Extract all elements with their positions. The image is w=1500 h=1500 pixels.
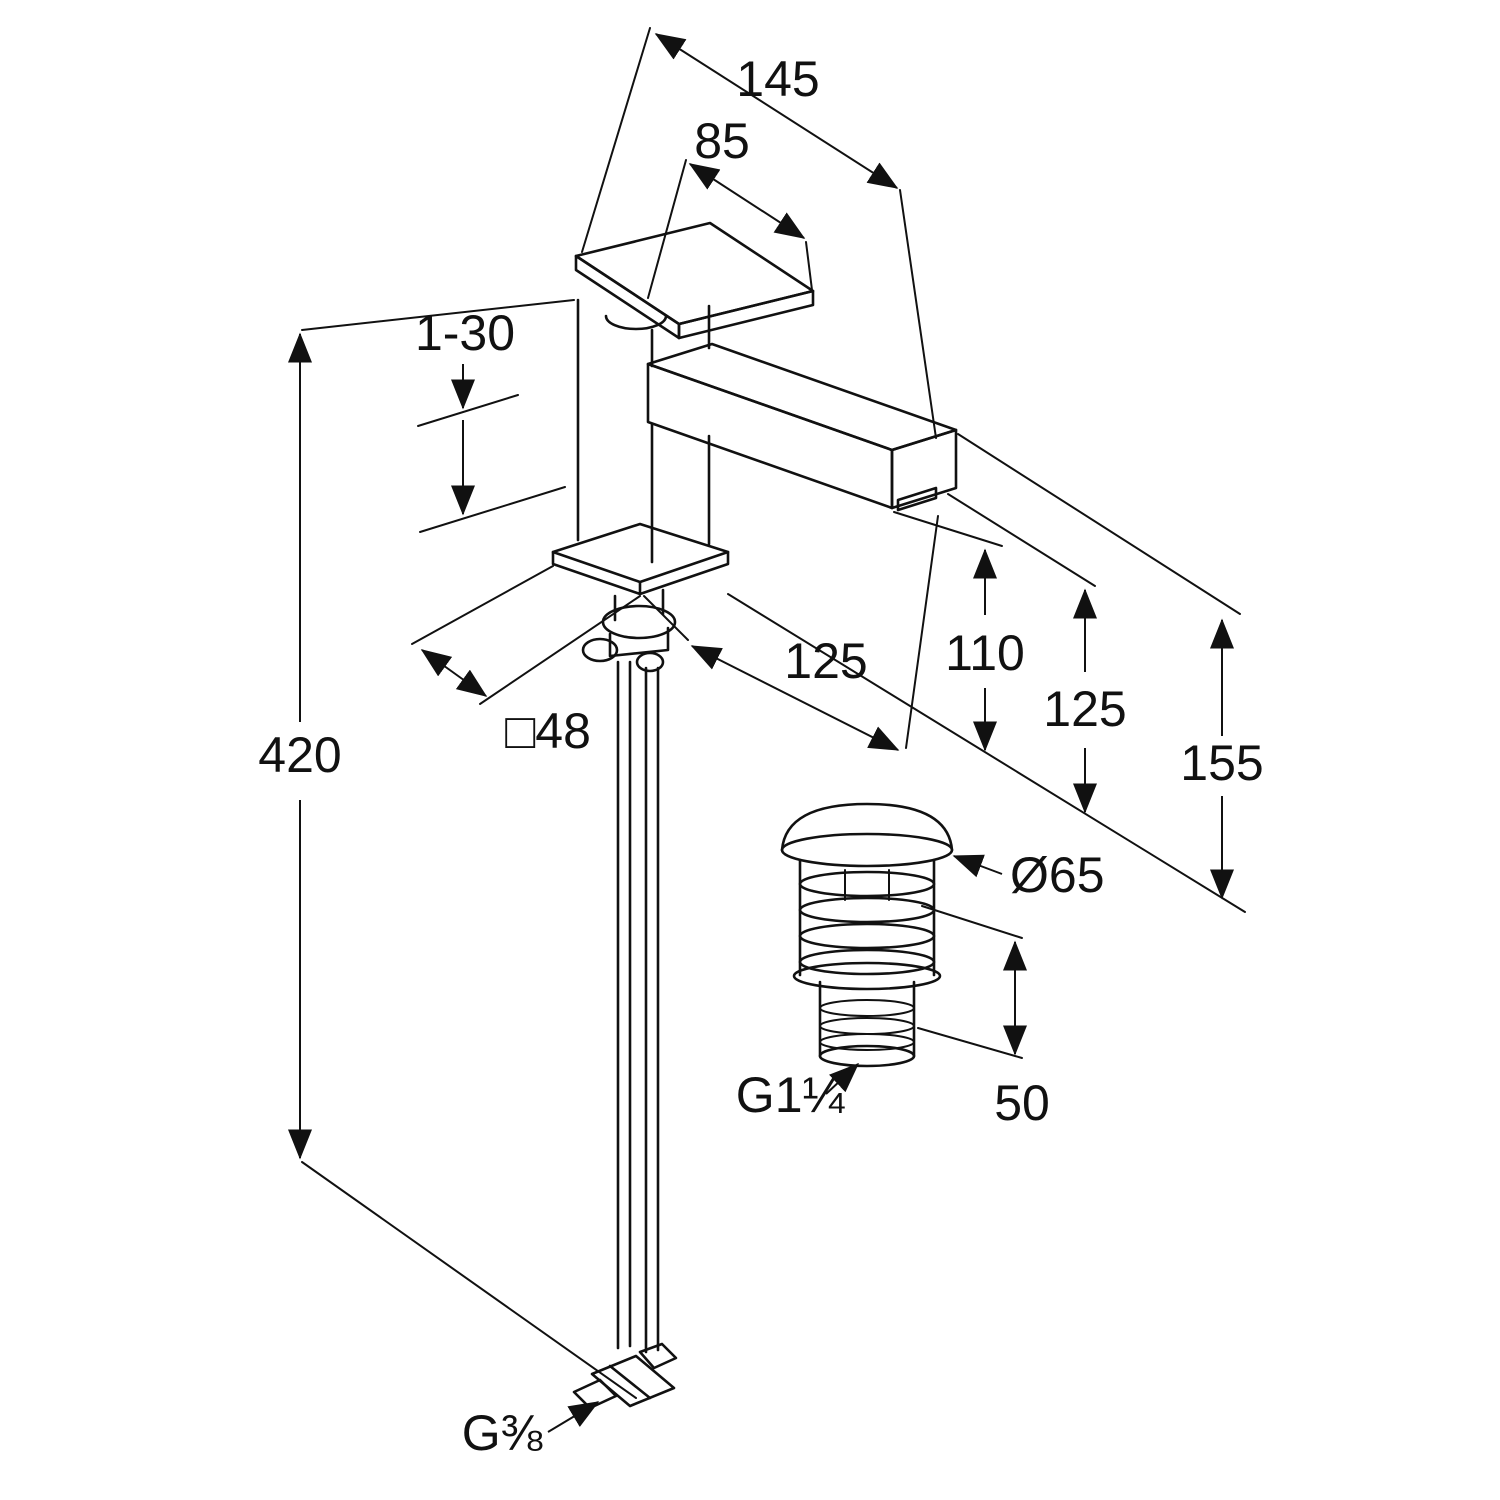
dim-85-label: 85: [694, 113, 750, 169]
dim-48-label: □48: [505, 703, 591, 759]
dimension-spout-projection: 145: [581, 27, 937, 439]
drain-cap-brim: [780, 832, 954, 868]
faucet-body: [576, 298, 711, 564]
faucet-outline: [551, 221, 958, 1410]
dimension-supply-thread: G⅜: [462, 1401, 600, 1461]
drain-cap-dome: [780, 802, 954, 852]
dimension-spout-reach: 125: [643, 515, 939, 751]
dimension-drain-diameter: Ø65: [952, 847, 1105, 903]
dim-g38-label: G⅜: [462, 1405, 543, 1461]
dimension-outlet-height: 110: [893, 511, 1025, 752]
deck-reference-line: [727, 593, 1246, 913]
base-plate: [551, 522, 730, 596]
drain-thread-tail: [818, 1044, 916, 1068]
faucet-spout: [646, 342, 958, 512]
faucet-handle: [574, 221, 815, 340]
dim-420-label: 420: [258, 727, 341, 783]
supply-hoses: [572, 660, 678, 1410]
dimension-handle-projection: 85: [647, 113, 813, 299]
dim-g114-label: G1¼: [736, 1067, 846, 1123]
dim-155-label: 155: [1180, 735, 1263, 791]
dimension-base-square: □48: [411, 565, 641, 759]
dim-125-height-label: 125: [1043, 681, 1126, 737]
hose-fitting: [638, 1342, 678, 1370]
dimension-spout-top-height: 125: [947, 493, 1127, 814]
dim-1-30-label: 1-30: [415, 305, 515, 361]
aerator: [896, 486, 938, 512]
dimension-total-fitting-height: 155: [957, 433, 1264, 900]
dim-125-reach-label: 125: [784, 633, 867, 689]
dim-65-label: Ø65: [1010, 847, 1105, 903]
dim-50-label: 50: [994, 1075, 1050, 1131]
drain-valve-outline: [780, 802, 954, 1068]
dimension-total-height: 420: [258, 299, 637, 1399]
dimensions: 145 85 1-30 420: [258, 27, 1264, 1461]
dimension-mounting-thickness: 1-30: [415, 305, 566, 533]
dimension-drain-thread: G1¼: [736, 1062, 860, 1123]
drain-flange: [792, 961, 942, 991]
dim-145-label: 145: [736, 51, 819, 107]
dim-110-label: 110: [945, 625, 1025, 681]
mounting-hardware: [581, 588, 677, 673]
dimension-drain-height: 50: [917, 905, 1050, 1131]
supply-connector-nut: [590, 1354, 676, 1408]
